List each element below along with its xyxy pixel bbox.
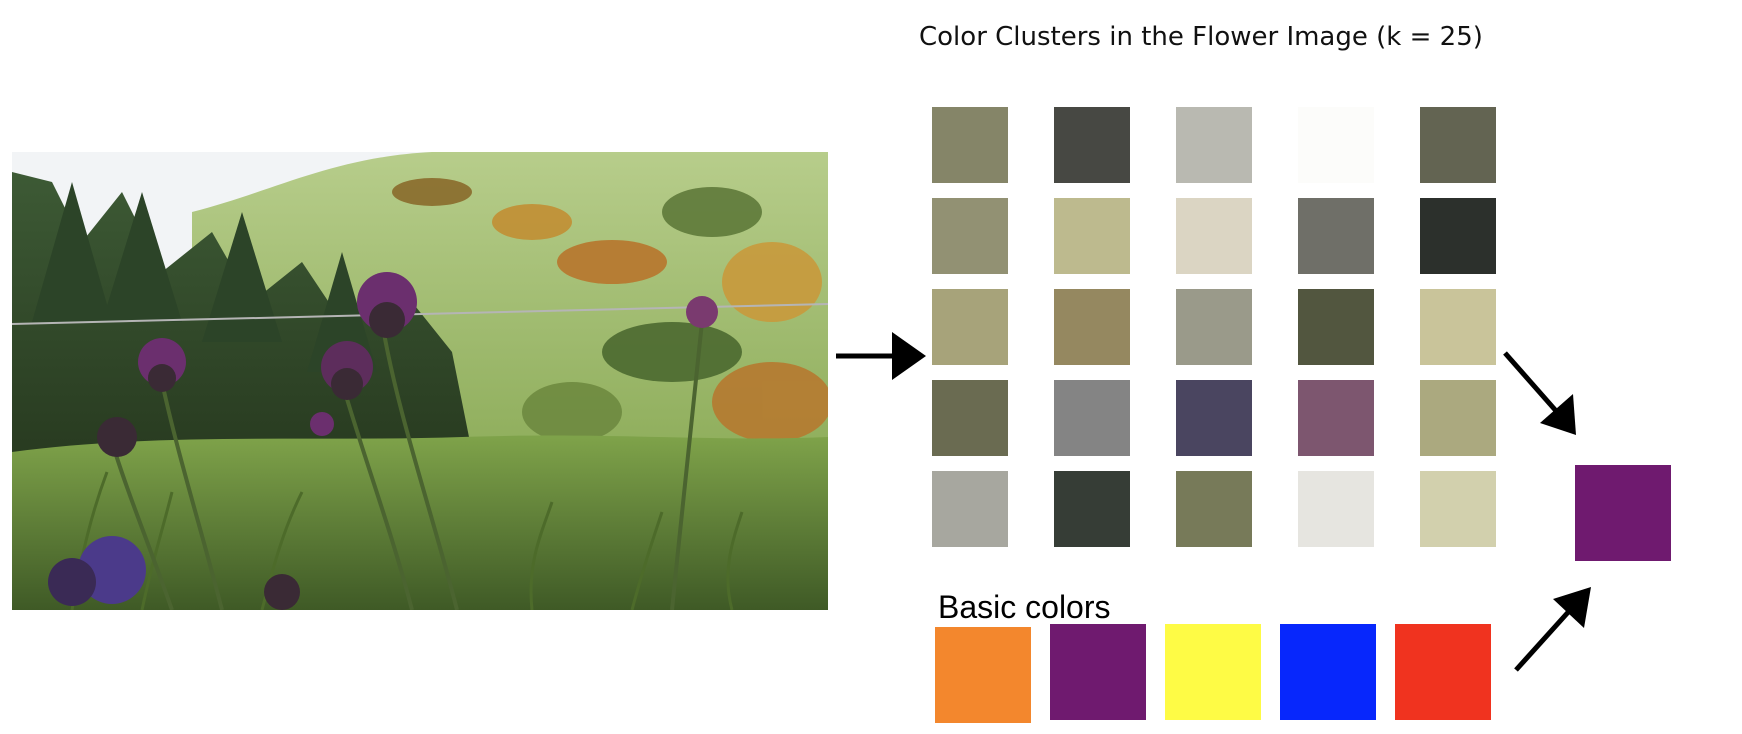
basic-color-swatch — [935, 627, 1031, 723]
photo-meadow — [12, 435, 828, 610]
cluster-swatch — [1176, 198, 1252, 274]
cluster-swatch — [1298, 107, 1374, 183]
photo-thistle-flowers — [48, 272, 718, 610]
photo-autumn-trees — [392, 178, 828, 442]
cluster-swatch — [932, 107, 1008, 183]
basic-color-swatch — [1050, 624, 1146, 720]
arrow-basic-to-result — [1514, 587, 1591, 672]
cluster-swatch — [1176, 107, 1252, 183]
basic-color-swatch — [1280, 624, 1376, 720]
diagram-title: Color Clusters in the Flower Image (k = … — [919, 22, 1483, 52]
cluster-swatch — [1420, 198, 1496, 274]
cluster-swatch — [1298, 198, 1374, 274]
cluster-swatch — [1054, 380, 1130, 456]
cluster-swatch — [1054, 198, 1130, 274]
cluster-swatch — [1298, 471, 1374, 547]
result-color-swatch — [1575, 465, 1671, 561]
cluster-swatch — [1054, 107, 1130, 183]
arrow-photo-to-grid — [836, 332, 926, 380]
cluster-swatch — [1176, 380, 1252, 456]
flower-photo — [12, 152, 828, 610]
basic-colors-row — [935, 624, 1495, 724]
cluster-swatch — [1054, 289, 1130, 365]
cluster-swatch — [1298, 289, 1374, 365]
cluster-swatch — [1420, 471, 1496, 547]
cluster-swatch-grid — [932, 107, 1498, 548]
basic-color-swatch — [1395, 624, 1491, 720]
cluster-swatch — [1176, 289, 1252, 365]
cluster-swatch — [932, 471, 1008, 547]
cluster-swatch — [1420, 107, 1496, 183]
cluster-swatch — [1420, 289, 1496, 365]
arrow-grid-to-result — [1503, 351, 1576, 435]
basic-color-swatch — [1165, 624, 1261, 720]
cluster-swatch — [1420, 380, 1496, 456]
basic-colors-label: Basic colors — [938, 589, 1111, 625]
photo-thistle-stems — [110, 321, 704, 610]
cluster-swatch — [1176, 471, 1252, 547]
photo-conifers — [32, 182, 377, 372]
cluster-swatch — [1054, 471, 1130, 547]
cluster-swatch — [932, 289, 1008, 365]
cluster-swatch — [932, 380, 1008, 456]
cluster-swatch — [932, 198, 1008, 274]
cluster-swatch — [1298, 380, 1374, 456]
